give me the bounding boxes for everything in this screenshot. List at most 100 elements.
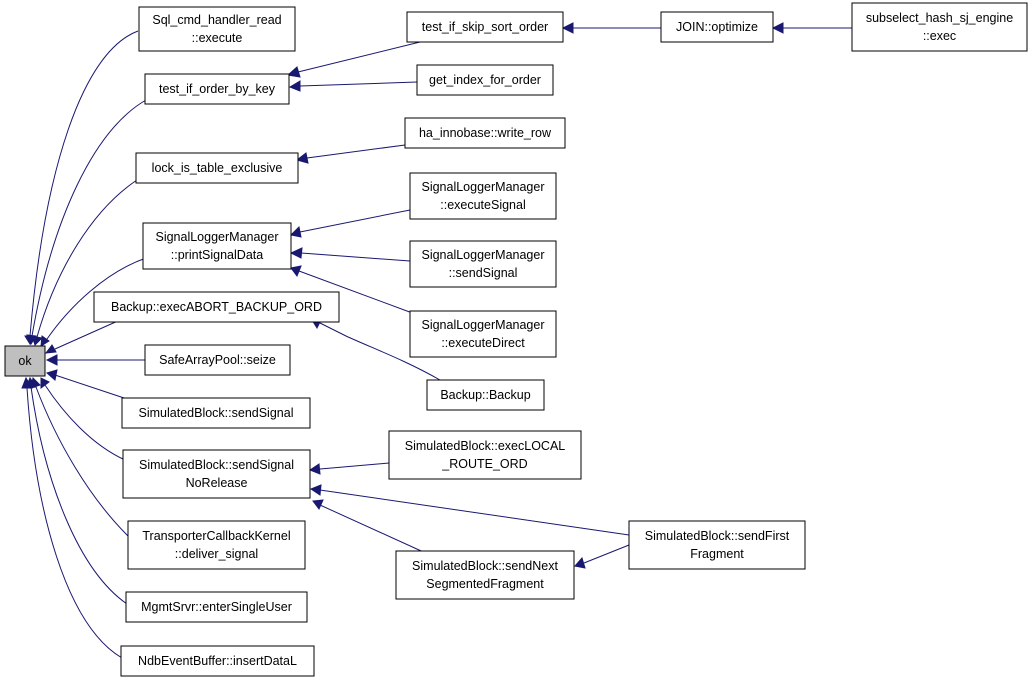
node-box	[135, 152, 299, 184]
edge-arrowhead	[312, 499, 324, 510]
node-transporter-callback[interactable]: TransporterCallbackKernel::deliver_signa…	[127, 520, 306, 570]
node-label-line: ::sendSignal	[449, 266, 518, 280]
node-label-line: SafeArrayPool::seize	[159, 353, 276, 367]
edge-arrowhead	[40, 335, 50, 347]
node-label-line: ::deliver_signal	[175, 547, 258, 561]
node-test-if-order-by-key[interactable]: test_if_order_by_key	[144, 73, 290, 105]
edge-line	[299, 209, 411, 233]
edge-line	[54, 374, 131, 401]
edge-ndb_event_buffer-to-ok	[21, 376, 123, 659]
node-label-line: SimulatedBlock::sendSignal	[139, 406, 294, 420]
node-backup-exec-abort[interactable]: Backup::execABORT_BACKUP_ORD	[93, 291, 340, 323]
node-box	[660, 11, 774, 43]
node-label-line: Fragment	[690, 547, 744, 561]
node-label-line: SimulatedBlock::sendNext	[412, 559, 558, 573]
node-label-line: NoRelease	[186, 476, 248, 490]
node-label-line: SignalLoggerManager	[155, 230, 278, 244]
node-box	[144, 344, 291, 376]
edge-sb_exec_local_route-to-sb_send_signal_norelease	[308, 462, 390, 475]
node-label-line: Backup::execABORT_BACKUP_ORD	[111, 300, 322, 314]
node-sb-send-next-segmented[interactable]: SimulatedBlock::sendNextSegmentedFragmen…	[395, 550, 575, 600]
node-label-line: NdbEventBuffer::insertDataL	[138, 654, 297, 668]
node-box	[4, 345, 46, 377]
edge-arrowhead	[45, 369, 58, 381]
node-box	[426, 379, 545, 411]
node-label-line: test_if_skip_sort_order	[422, 20, 548, 34]
node-subselect-hash[interactable]: subselect_hash_sj_engine::exec	[851, 2, 1028, 52]
node-ndb-event-buffer[interactable]: NdbEventBuffer::insertDataL	[120, 645, 315, 677]
node-ha-innobase-write-row[interactable]: ha_innobase::write_row	[404, 117, 566, 149]
node-label-line: ::executeSignal	[440, 198, 525, 212]
node-test-if-skip-sort-order[interactable]: test_if_skip_sort_order	[406, 11, 564, 43]
node-box	[138, 6, 296, 52]
edge-arrowhead	[308, 463, 321, 475]
edge-slm_print-to-ok	[40, 257, 147, 347]
node-sb-send-signal[interactable]: SimulatedBlock::sendSignal	[121, 397, 311, 429]
edge-arrowhead	[295, 152, 309, 164]
node-box	[406, 11, 564, 43]
edge-get_index_for_order-to-test_if_order_by_key	[288, 80, 418, 92]
node-sql-cmd[interactable]: Sql_cmd_handler_read::execute	[138, 6, 296, 52]
edge-line	[583, 544, 630, 564]
edge-line	[319, 489, 630, 536]
edge-test_if_skip_sort_order-to-test_if_order_by_key	[286, 41, 421, 78]
edge-lock_is_table_exclusive-to-ok	[31, 179, 138, 346]
edge-ha_innobase_write_row-to-lock_is_table_exclusive	[295, 144, 406, 164]
node-lock-is-table-exclusive[interactable]: lock_is_table_exclusive	[135, 152, 299, 184]
edge-line	[35, 386, 129, 537]
node-join-optimize[interactable]: JOIN::optimize	[660, 11, 774, 43]
edge-arrowhead	[45, 354, 58, 366]
node-label-line: SimulatedBlock::sendSignal	[139, 458, 294, 472]
edge-arrowhead	[286, 66, 301, 78]
node-sb-exec-local-route[interactable]: SimulatedBlock::execLOCAL_ROUTE_ORD	[388, 430, 582, 480]
node-box	[122, 449, 311, 499]
edge-backup_exec_abort-to-ok	[44, 319, 121, 354]
edge-line	[319, 322, 441, 381]
node-box	[121, 397, 311, 429]
edge-sb_send_next_segmented-to-sb_send_signal_norelease	[312, 499, 431, 556]
edge-line	[46, 257, 147, 340]
node-ok[interactable]: ok	[4, 345, 46, 377]
node-box	[93, 291, 340, 323]
node-label-line: SignalLoggerManager	[421, 248, 544, 262]
node-slm-execute-signal[interactable]: SignalLoggerManager::executeSignal	[409, 172, 557, 220]
node-label-line: ok	[18, 354, 32, 368]
node-box	[628, 520, 806, 570]
node-label-line: ::execute	[192, 31, 243, 45]
edge-subselect_hash-to-join_optimize	[771, 22, 852, 34]
node-slm-execute-direct[interactable]: SignalLoggerManager::executeDirect	[409, 310, 557, 358]
node-box	[144, 73, 290, 105]
node-mgmsrvr[interactable]: MgmtSrvr::enterSingleUser	[125, 591, 308, 623]
edge-arrowhead	[31, 335, 44, 346]
node-box	[125, 591, 308, 623]
edge-arrowhead	[574, 556, 586, 569]
edge-arrowhead	[771, 22, 784, 34]
node-label-line: SimulatedBlock::sendFirst	[645, 529, 790, 543]
node-box	[142, 222, 292, 270]
edge-slm_send_signal-to-slm_print	[289, 247, 411, 262]
edge-arrowhead	[288, 80, 301, 92]
node-label-line: get_index_for_order	[429, 73, 541, 87]
edge-arrowhead	[289, 225, 302, 238]
edge-sb_send_signal_norelease-to-ok	[40, 377, 126, 461]
node-get-index-for-order[interactable]: get_index_for_order	[416, 64, 554, 96]
node-label-line: test_if_order_by_key	[159, 82, 276, 96]
node-label-line: Sql_cmd_handler_read	[152, 13, 281, 27]
edge-arrowhead	[561, 22, 574, 34]
edge-arrowhead	[289, 247, 303, 259]
node-label-line: Backup::Backup	[440, 388, 530, 402]
node-label-line: SignalLoggerManager	[421, 180, 544, 194]
node-slm-print[interactable]: SignalLoggerManager::printSignalData	[142, 222, 292, 270]
edge-line	[297, 41, 421, 73]
node-box	[851, 2, 1028, 52]
node-label-line: TransporterCallbackKernel	[142, 529, 290, 543]
node-slm-send-signal[interactable]: SignalLoggerManager::sendSignal	[409, 240, 557, 288]
edge-arrowhead	[309, 484, 322, 496]
edge-line	[36, 179, 138, 338]
node-backup-backup[interactable]: Backup::Backup	[426, 379, 545, 411]
edge-slm_execute_direct-to-slm_print	[290, 265, 416, 315]
node-safe-array-pool[interactable]: SafeArrayPool::seize	[144, 344, 291, 376]
